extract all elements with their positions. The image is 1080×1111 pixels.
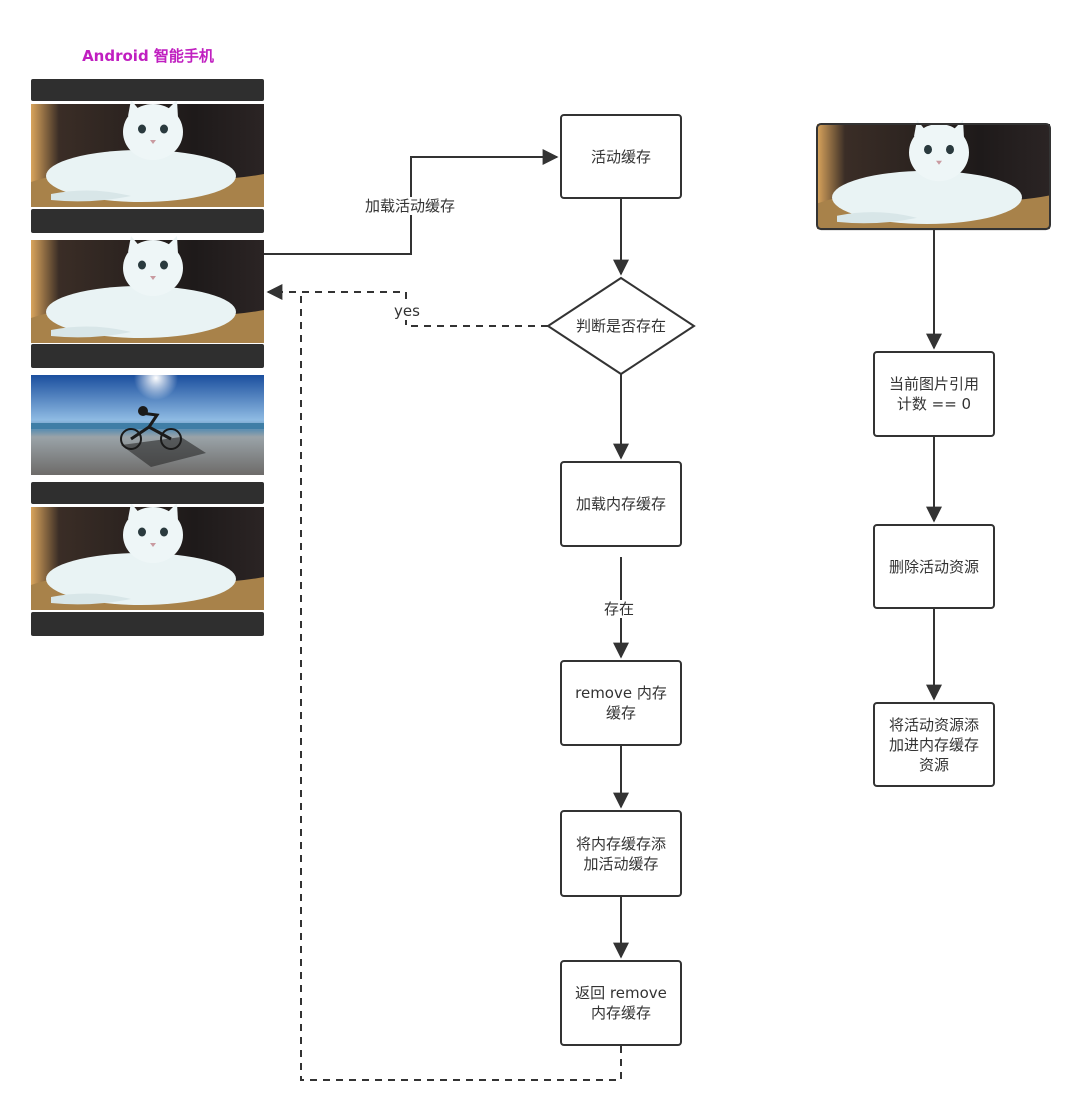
decision-label: 判断是否存在 (576, 317, 666, 335)
cat-photo-2 (31, 236, 264, 343)
node-load-memory-cache: 加载内存缓存 (560, 461, 682, 547)
phone-bar-2 (31, 209, 264, 233)
edge-return-loop (300, 292, 622, 1081)
phone-title: Android 智能手机 (82, 47, 214, 65)
phone-bar-1 (31, 79, 264, 101)
node-ref-count-zero: 当前图片引用 计数 == 0 (873, 351, 995, 437)
cat-photo-1 (31, 100, 264, 207)
cat-photo-3 (31, 503, 264, 610)
cyclist-photo (31, 356, 264, 475)
node-add-to-active: 将内存缓存添 加活动缓存 (560, 810, 682, 897)
node-remove-memory-cache: remove 内存 缓存 (560, 660, 682, 746)
node-return-removed: 返回 remove 内存缓存 (560, 960, 682, 1046)
edge-label-yes: yes (392, 302, 422, 320)
phone-bar-5 (31, 612, 264, 636)
edge-label-load-active: 加载活动缓存 (363, 197, 458, 215)
cat-photo-right (816, 119, 1051, 231)
edge-label-exists: 存在 (602, 600, 637, 618)
node-add-to-memory: 将活动资源添 加进内存缓存 资源 (873, 702, 995, 787)
phone-bar-3 (31, 344, 264, 368)
phone-bar-4 (31, 482, 264, 504)
node-active-cache: 活动缓存 (560, 114, 682, 199)
node-delete-active: 删除活动资源 (873, 524, 995, 609)
